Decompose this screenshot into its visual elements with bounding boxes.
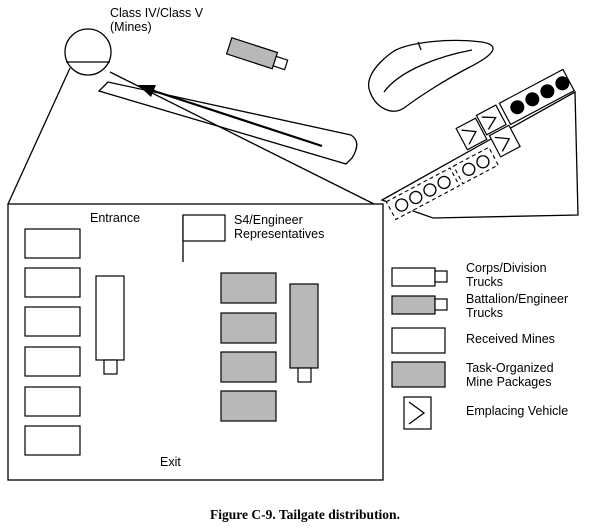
- traffic-direction-arrow-icon: [138, 85, 323, 148]
- legend-battalion-line2: Trucks: [466, 306, 503, 320]
- entrance-label: Entrance: [90, 211, 140, 225]
- corps-division-truck-icon: [391, 267, 448, 287]
- task-organized-packages: [220, 272, 277, 422]
- legend-received-mines: Received Mines: [466, 332, 555, 346]
- s4-label-line1: S4/Engineer: [234, 213, 303, 227]
- terrain-inner-curve: [383, 49, 473, 93]
- legend-task-organized-line1: Task-Organized: [466, 361, 554, 375]
- legend-task-organized-line2: Mine Packages: [466, 375, 551, 389]
- class-area-label-line2: (Mines): [110, 20, 152, 34]
- lot-left-boundary-line: [7, 67, 71, 205]
- waiting-battalion-truck-icon: [225, 36, 289, 71]
- lot-right-boundary-line: [109, 71, 375, 205]
- exit-label: Exit: [160, 455, 181, 469]
- vehicle-column: [385, 68, 575, 221]
- legend-battalion-line1: Battalion/Engineer: [466, 292, 568, 306]
- class-storage-circle: [64, 28, 112, 76]
- terrain-area: [368, 39, 494, 112]
- figure-caption: Figure C-9. Tailgate distribution.: [210, 507, 400, 522]
- access-lane: [97, 81, 358, 165]
- legend-corps-line2: Trucks: [466, 275, 503, 289]
- corps-division-truck-in-lot: [95, 275, 125, 375]
- s4-label-line2: Representatives: [234, 227, 324, 241]
- class-area-label-line1: Class IV/Class V: [110, 6, 204, 20]
- received-mines-icon: [391, 327, 446, 354]
- task-organized-package-icon: [391, 361, 446, 388]
- emplacing-vehicle-icon: [403, 396, 432, 430]
- legend-corps-line1: Corps/Division: [466, 261, 547, 275]
- distribution-lot: [7, 203, 384, 481]
- corps-truck-dashed-1: [385, 167, 461, 221]
- battalion-engineer-truck-in-lot: [289, 283, 319, 383]
- received-mines-column: [24, 228, 81, 456]
- battalion-engineer-truck-icon: [391, 295, 448, 315]
- s4-representatives-flag-icon: [182, 214, 226, 262]
- legend-emplacing-vehicle: Emplacing Vehicle: [466, 404, 568, 418]
- legend: Corps/Division Trucks Battalion/Engineer…: [391, 261, 568, 430]
- corps-truck-dashed-2: [452, 146, 499, 185]
